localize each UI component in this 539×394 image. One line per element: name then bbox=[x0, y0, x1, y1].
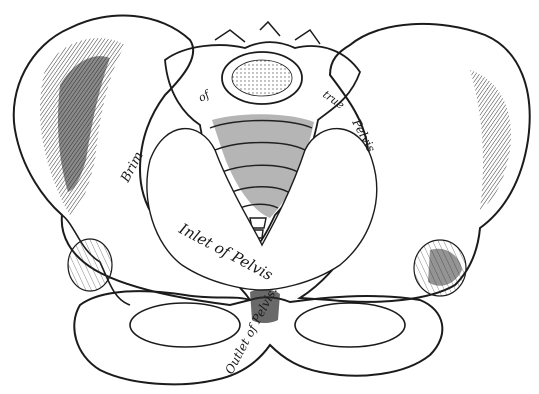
label-of: of bbox=[196, 87, 213, 105]
label-brim: Brim bbox=[118, 149, 147, 185]
